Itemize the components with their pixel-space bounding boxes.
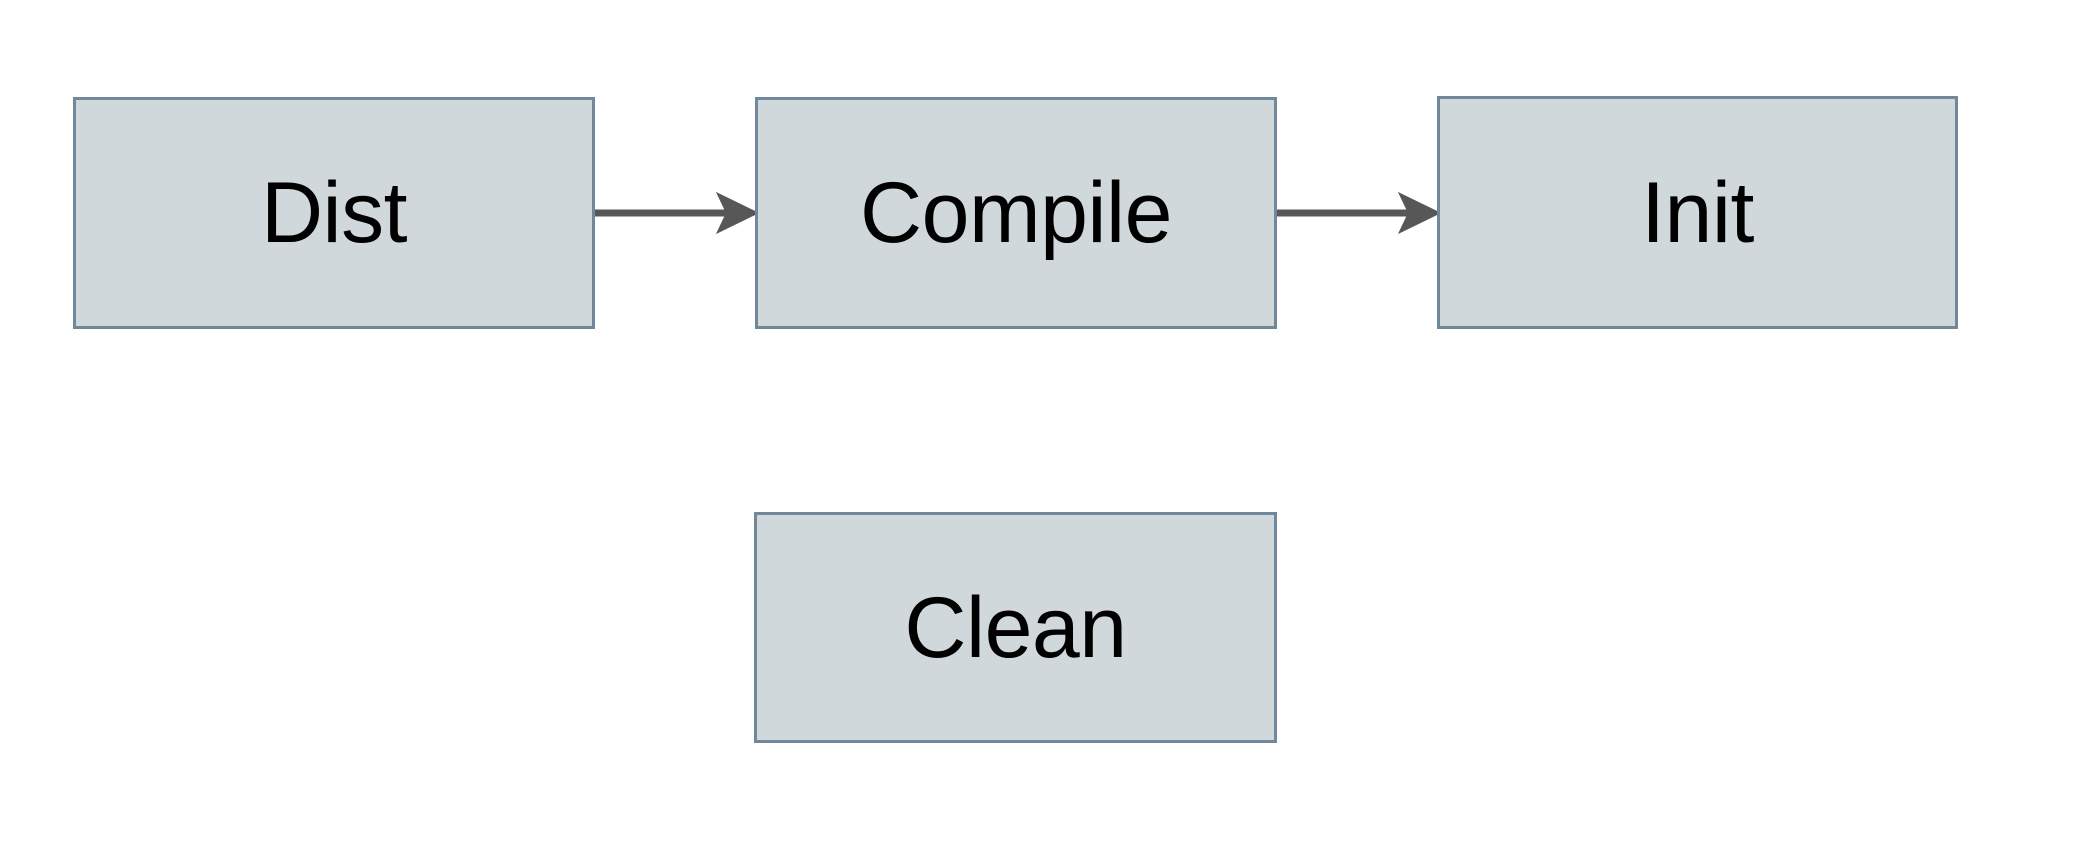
arrowhead-icon <box>715 191 760 235</box>
node-label-compile: Compile <box>860 165 1172 261</box>
edge-dist-to-compile[interactable] <box>595 191 760 235</box>
node-label-dist: Dist <box>260 165 408 261</box>
edge-compile-to-init[interactable] <box>1277 191 1442 235</box>
node-label-clean: Clean <box>904 579 1127 676</box>
node-compile[interactable]: Compile <box>755 97 1277 329</box>
node-label-init: Init <box>1641 164 1754 261</box>
node-clean[interactable]: Clean <box>754 512 1277 743</box>
node-init[interactable]: Init <box>1437 96 1958 329</box>
arrowhead-icon <box>1397 191 1442 235</box>
node-dist[interactable]: Dist <box>73 97 595 329</box>
